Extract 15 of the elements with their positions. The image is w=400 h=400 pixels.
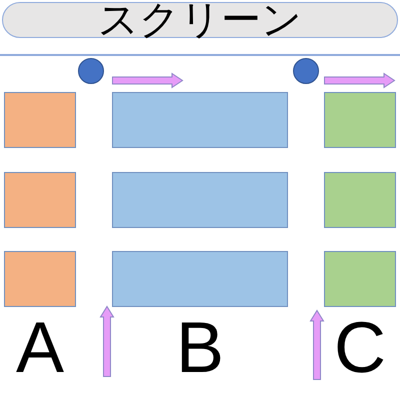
dot-icon <box>78 58 104 84</box>
seat-block <box>4 92 76 148</box>
seat-block <box>112 251 288 307</box>
seat-block <box>4 172 76 228</box>
dot-icon <box>293 58 319 84</box>
seat-block <box>112 92 288 148</box>
seat-block <box>112 172 288 228</box>
seat-block <box>4 251 76 307</box>
column-label: B <box>176 312 224 384</box>
screen-banner: スクリーン <box>2 2 398 38</box>
seat-block <box>324 92 396 148</box>
seat-block <box>324 172 396 228</box>
seat-block <box>324 251 396 307</box>
column-label: C <box>334 312 386 384</box>
column-label: A <box>16 312 64 384</box>
